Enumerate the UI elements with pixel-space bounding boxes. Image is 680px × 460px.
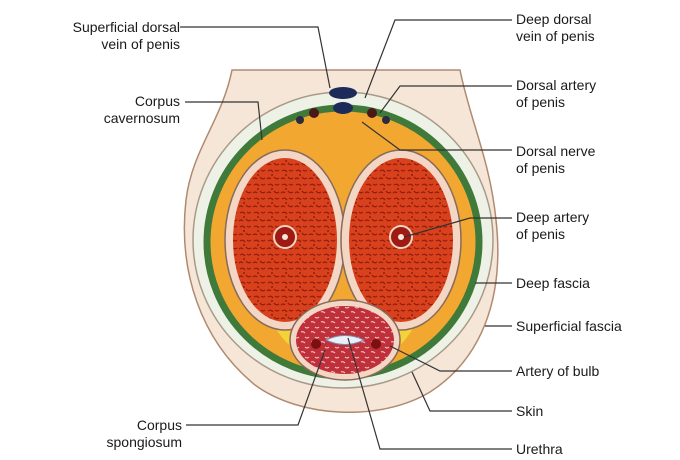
- label-dorsal-nerve: Dorsal nerve of penis: [516, 143, 595, 177]
- label-line: Dorsal artery: [516, 77, 596, 94]
- label-deep-artery: Deep artery of penis: [516, 209, 589, 243]
- label-line: Deep dorsal: [516, 11, 595, 28]
- label-line: vein of penis: [10, 36, 180, 53]
- label-skin: Skin: [516, 403, 543, 420]
- label-line: Dorsal nerve: [516, 143, 595, 160]
- label-line: Artery of bulb: [516, 363, 599, 380]
- label-line: Corpus: [60, 93, 180, 110]
- label-deep-dorsal-vein: Deep dorsal vein of penis: [516, 11, 595, 45]
- label-line: Superficial fascia: [516, 318, 622, 335]
- label-line: Deep fascia: [516, 275, 590, 292]
- label-dorsal-artery: Dorsal artery of penis: [516, 77, 596, 111]
- label-superficial-fascia: Superficial fascia: [516, 318, 622, 335]
- label-line: vein of penis: [516, 28, 595, 45]
- label-line: of penis: [516, 226, 589, 243]
- label-line: Corpus: [60, 417, 182, 434]
- label-deep-fascia: Deep fascia: [516, 275, 590, 292]
- label-line: spongiosum: [60, 434, 182, 451]
- label-line: cavernosum: [60, 110, 180, 127]
- label-line: Deep artery: [516, 209, 589, 226]
- label-corpus-cavernosum: Corpus cavernosum: [60, 93, 180, 127]
- corpus-spongiosum: [290, 300, 400, 380]
- label-line: Urethra: [516, 441, 563, 458]
- label-superficial-dorsal-vein: Superficial dorsal vein of penis: [10, 19, 180, 53]
- label-urethra: Urethra: [516, 441, 563, 458]
- label-artery-of-bulb: Artery of bulb: [516, 363, 599, 380]
- label-line: of penis: [516, 160, 595, 177]
- label-line: Superficial dorsal: [10, 19, 180, 36]
- label-corpus-spongiosum: Corpus spongiosum: [60, 417, 182, 451]
- label-line: of penis: [516, 94, 596, 111]
- label-line: Skin: [516, 403, 543, 420]
